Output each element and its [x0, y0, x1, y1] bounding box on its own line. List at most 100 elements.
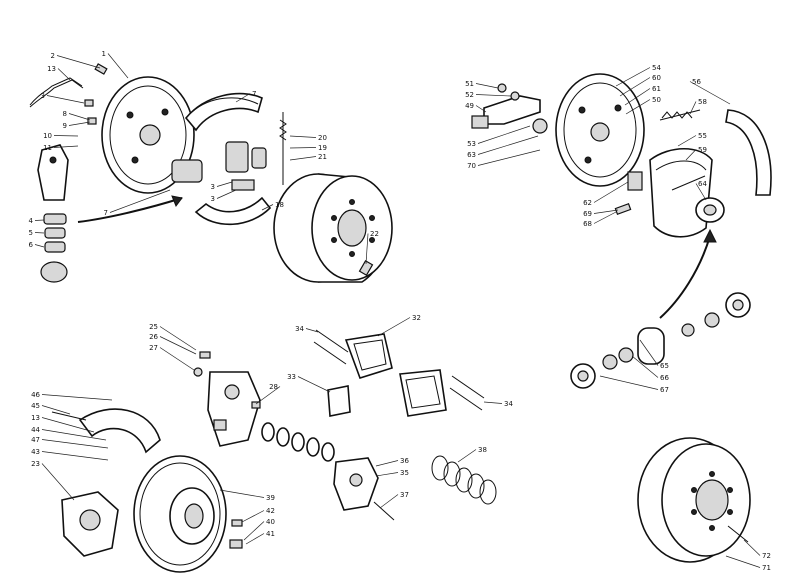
leader-line-68: [593, 211, 617, 224]
drum-stud-hole: [331, 237, 337, 243]
part-number-69: 69: [583, 210, 592, 218]
cylinder-bore: [703, 204, 717, 216]
leader-line-67: [599, 375, 659, 390]
leader-line-32: [377, 317, 411, 337]
backplate-bolt: [126, 111, 134, 119]
leader-line-64: [695, 183, 707, 201]
leader-line-56: [689, 81, 731, 105]
caliper-seal: [321, 442, 335, 462]
leader-line-1: [107, 53, 129, 79]
leader-line-10: [53, 135, 79, 137]
leader-line-8: [68, 113, 91, 121]
leader-line-20: [289, 135, 317, 138]
arrow-head: [171, 195, 183, 208]
drum-stud-hole: [369, 215, 375, 221]
rear-brake-assembly: [29, 63, 393, 283]
drum-stud-hole: [691, 509, 697, 515]
leader-line-13b: [41, 417, 95, 433]
part-number-62: 62: [583, 199, 592, 207]
part-number-46: 46: [31, 391, 40, 399]
front-hub-hole: [590, 122, 610, 142]
leader-line-5: [34, 232, 45, 234]
leader-line-3b: [216, 181, 233, 187]
part-number-33: 33: [287, 373, 296, 381]
assembly-arrow: [77, 197, 183, 223]
leader-line-37: [379, 494, 399, 509]
part-number-34a: 34: [295, 325, 304, 333]
pad-pin: [313, 341, 347, 365]
drum-stud-hole: [709, 525, 715, 531]
pad-pin: [449, 387, 483, 411]
leader-line-59: [685, 149, 697, 161]
part-number-3a: 3: [41, 92, 45, 100]
part-number-1: 1: [102, 50, 106, 58]
part-number-72: 72: [762, 552, 771, 560]
backplate-rim: [109, 85, 187, 185]
backplate-bolt: [584, 156, 592, 164]
return-spring: [279, 119, 287, 141]
part-number-5: 5: [29, 229, 33, 237]
seal-kit: [261, 422, 335, 462]
brake-disc-inner: [139, 462, 221, 566]
part-number-21: 21: [318, 153, 327, 161]
leader-line-13a: [57, 68, 71, 81]
brake-pad-2-friction: [405, 375, 441, 409]
part-number-6: 6: [29, 241, 34, 249]
caliper-half: [207, 371, 261, 447]
part-number-60: 60: [652, 74, 661, 82]
spring-coil: [443, 461, 461, 487]
leader-line-62: [593, 181, 629, 203]
part-number-25: 25: [149, 323, 158, 331]
part-number-40: 40: [266, 518, 275, 526]
pad-pin: [315, 329, 349, 353]
leader-line-9: [68, 121, 91, 126]
seal: [44, 241, 66, 253]
stub-axle-bore: [79, 509, 101, 531]
part-number-61: 61: [652, 85, 661, 93]
splash-shield: [78, 408, 161, 454]
part-number-70: 70: [467, 162, 476, 170]
drum-stud-hole: [727, 487, 733, 493]
part-number-11: 11: [43, 144, 52, 152]
drum-stud-hole: [349, 251, 355, 257]
caliper-bolt-2: [373, 501, 395, 521]
leader-line-47: [41, 439, 109, 449]
brake-pad-1-friction: [353, 339, 387, 371]
bleed-screw: [199, 351, 211, 359]
caliper-seal: [261, 422, 275, 442]
leader-line-6: [34, 244, 45, 248]
pivot-pin: [614, 203, 632, 215]
pipe-nut: [94, 63, 108, 75]
leader-line-63: [477, 135, 539, 155]
part-number-50: 50: [652, 96, 661, 104]
cyl-piston-r: [681, 323, 695, 337]
part-number-7b: 7: [104, 209, 108, 217]
leader-line-18: [261, 204, 274, 211]
part-number-44: 44: [31, 426, 40, 434]
front-brake-shoe: [649, 148, 713, 238]
part-number-20: 20: [318, 134, 327, 142]
leader-line-39: [219, 489, 265, 498]
brake-pipe-outline: [29, 79, 84, 108]
front-shoe-lining: [655, 160, 707, 171]
leader-line-40: [243, 521, 265, 541]
leader-line-43: [41, 451, 109, 461]
part-number-22: 22: [370, 230, 379, 238]
part-number-67: 67: [660, 386, 669, 394]
rear-drum: [637, 437, 751, 563]
caliper-bolt: [251, 401, 261, 409]
part-number-39: 39: [266, 494, 275, 502]
caliper-seal: [276, 427, 290, 447]
part-number-64: 64: [698, 180, 707, 188]
cyl-boot-hole: [577, 370, 589, 382]
part-number-19: 19: [318, 144, 327, 152]
nut: [497, 83, 507, 93]
spring-coil: [661, 111, 693, 119]
part-number-9: 9: [63, 122, 67, 130]
cyl-piston: [618, 347, 634, 363]
front-shoe-outer: [725, 109, 772, 196]
caliper-assembly: [193, 329, 497, 521]
caliper-seal: [291, 432, 305, 452]
part-number-26: 26: [149, 333, 158, 341]
